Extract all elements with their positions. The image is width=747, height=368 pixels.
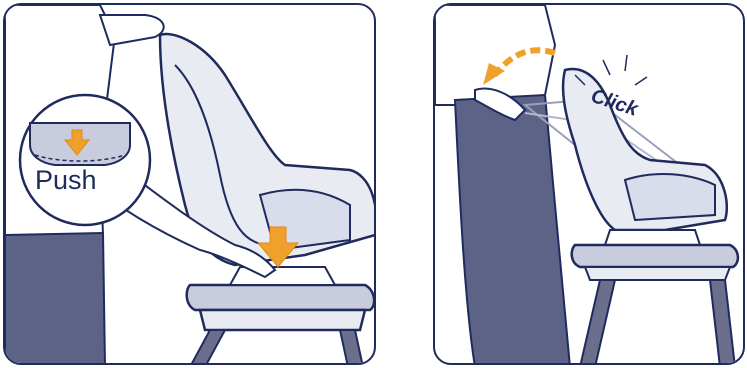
chair-leg-left xyxy=(190,330,225,365)
seat-base-top xyxy=(187,285,374,310)
person-pants xyxy=(5,233,105,365)
seat-base-lower xyxy=(585,267,730,280)
push-label: Push xyxy=(35,165,97,196)
chair-leg-right xyxy=(710,280,735,365)
chair-pivot xyxy=(605,230,700,245)
seat-base-lower xyxy=(200,310,365,330)
chair-leg-left xyxy=(580,280,615,365)
chair-leg-right xyxy=(340,330,363,365)
chair-pivot xyxy=(230,267,335,285)
chair-side-panel xyxy=(625,174,715,220)
person-upper-arm xyxy=(100,15,164,45)
panel-click-step: Click xyxy=(433,3,745,365)
panel-push-step: Push xyxy=(3,3,376,365)
click-illustration xyxy=(435,5,745,365)
person-pants xyxy=(455,95,570,365)
seat-base-top xyxy=(572,245,738,267)
